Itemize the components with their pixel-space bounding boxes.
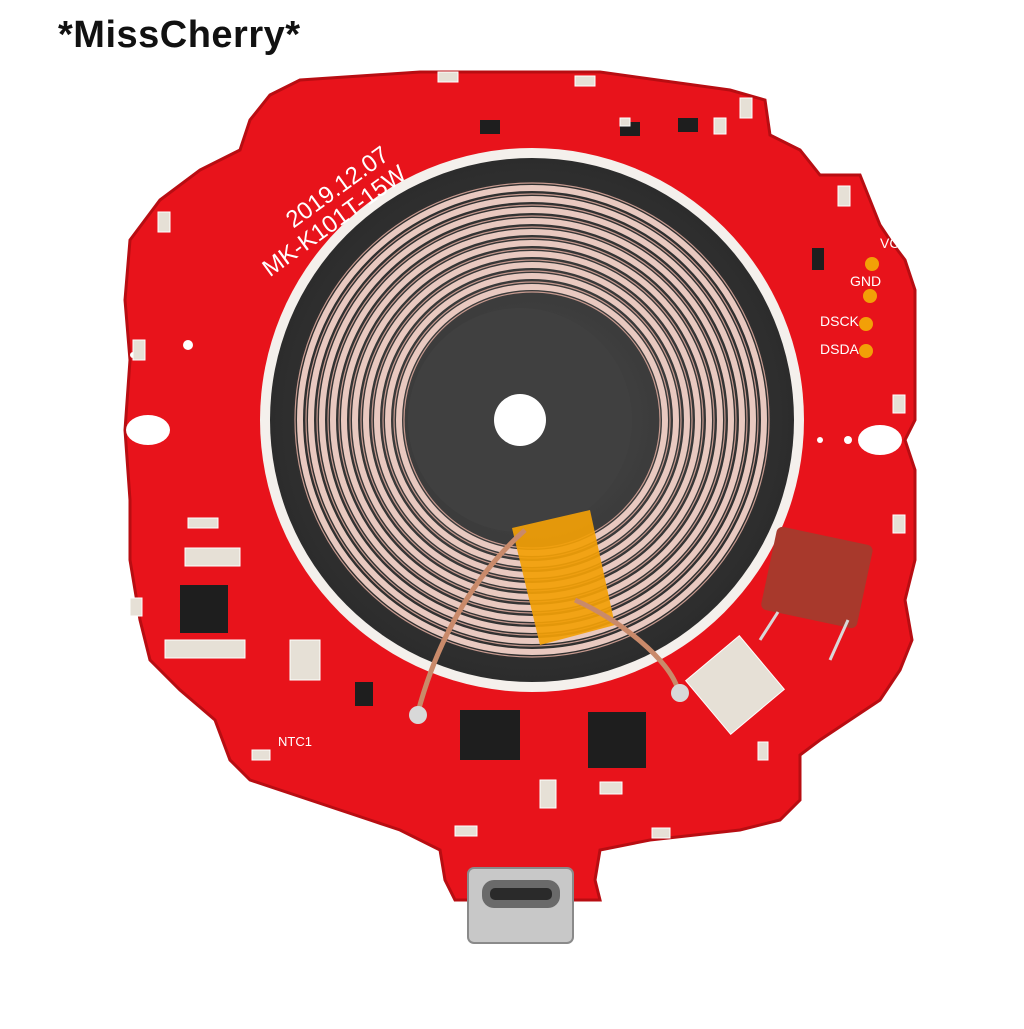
copper-coil <box>297 185 767 655</box>
film-capacitor <box>758 526 873 661</box>
pin-label-dsck: DSCK <box>820 313 860 329</box>
pin-label-vcc: VCC <box>880 235 910 251</box>
coil-leads <box>415 528 681 713</box>
pin-label-gnd: GND <box>850 273 881 289</box>
kapton-tape <box>512 510 615 645</box>
usb-c-port <box>467 867 574 944</box>
center-hole <box>494 394 546 446</box>
mounting-holes <box>126 340 902 455</box>
pin-label-dsda: DSDA <box>820 341 860 357</box>
ic-chips <box>180 118 824 768</box>
ntc-label: NTC1 <box>278 734 312 749</box>
smd-components <box>129 71 906 839</box>
watermark-text: *MissCherry* <box>58 14 301 56</box>
test-pads <box>859 257 879 358</box>
